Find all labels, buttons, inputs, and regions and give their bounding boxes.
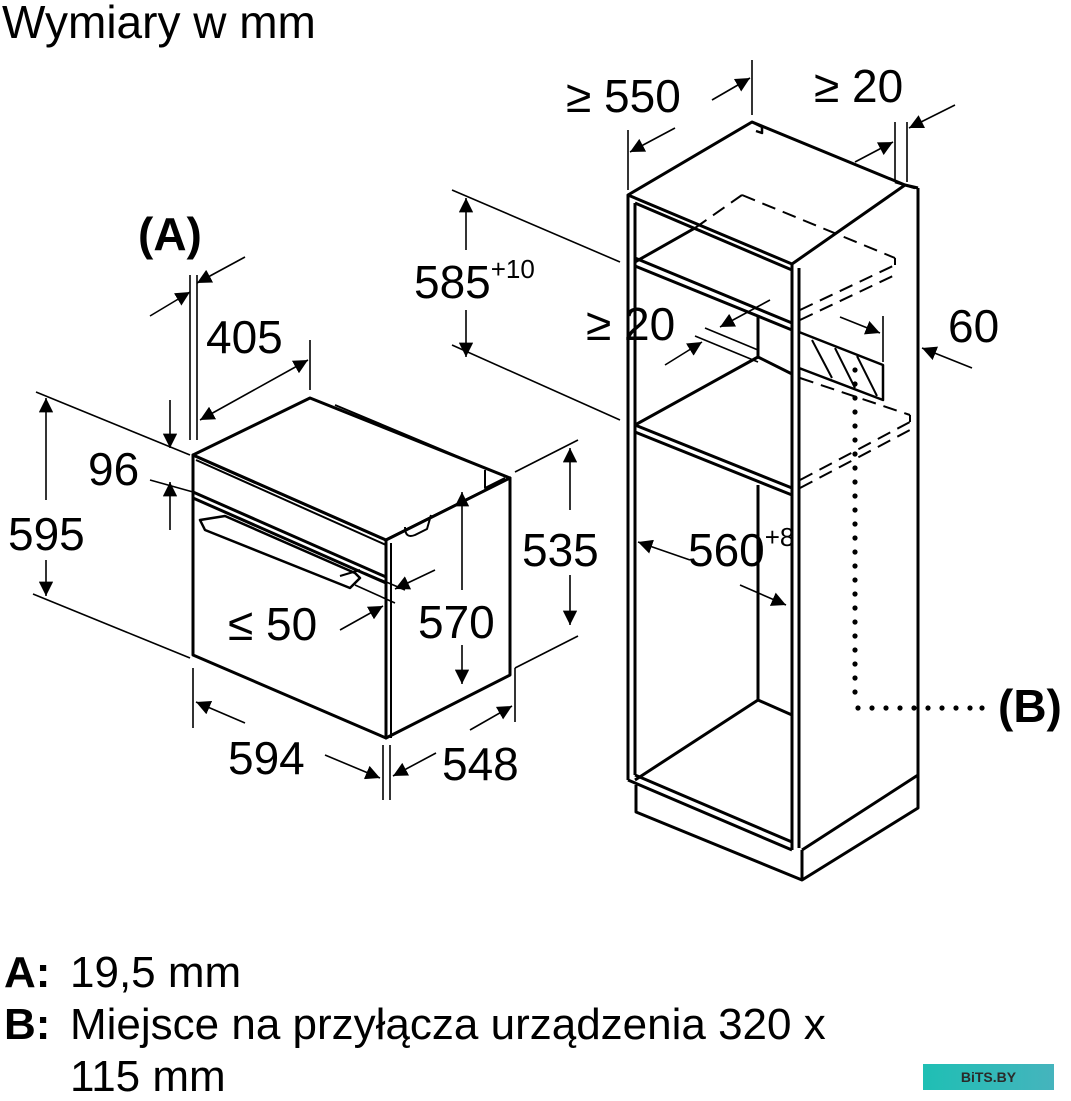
dim-min-20-top: ≥ 20	[814, 60, 903, 112]
dim-585-tolerance: +10	[491, 254, 535, 284]
oven-drawing	[191, 396, 512, 740]
dim-60: 60	[948, 300, 999, 352]
dim-560: 560+8	[688, 522, 794, 576]
dim-min-20-mid: ≥ 20	[586, 298, 675, 350]
label-b: (B)	[998, 680, 1062, 732]
legend-item-b-continued: 115 mm	[70, 1054, 226, 1100]
label-a: (A)	[138, 208, 202, 260]
dim-535: 535	[522, 524, 599, 576]
legend-key: A:	[4, 948, 51, 997]
dim-594: 594	[228, 732, 305, 784]
legend-key: B:	[4, 1000, 51, 1049]
dim-585: 585+10	[414, 254, 535, 308]
legend-item-a: A: 19,5 mm	[4, 950, 241, 996]
dim-405: 405	[206, 311, 283, 363]
legend-text: 115 mm	[70, 1052, 226, 1101]
oven-labels: (A) 405 96 595 535 570 ≤ 50 594 548	[8, 208, 599, 790]
dim-585-value: 585	[414, 256, 491, 308]
legend-text: Miejsce na przyłącza urządzenia 320 x	[70, 1000, 826, 1049]
dim-96: 96	[88, 443, 139, 495]
dim-560-tolerance: +8	[765, 522, 795, 552]
dim-min-550: ≥ 550	[566, 70, 681, 122]
cabinet-labels: ≥ 550 ≥ 20 585+10 ≥ 20 60 560+8 (B)	[414, 60, 1062, 732]
page-title: Wymiary w mm	[2, 0, 316, 48]
dim-548: 548	[442, 738, 519, 790]
dim-570: 570	[418, 596, 495, 648]
dim-max-50: ≤ 50	[228, 598, 317, 650]
legend-item-b: B: Miejsce na przyłącza urządzenia 320 x	[4, 1002, 826, 1048]
connection-leader	[852, 367, 985, 711]
legend-text: 19,5 mm	[70, 948, 242, 997]
cabinet-drawing	[626, 120, 920, 882]
dim-560-value: 560	[688, 524, 765, 576]
dim-595: 595	[8, 508, 85, 560]
watermark-logo: BiTS.BY	[923, 1064, 1054, 1090]
